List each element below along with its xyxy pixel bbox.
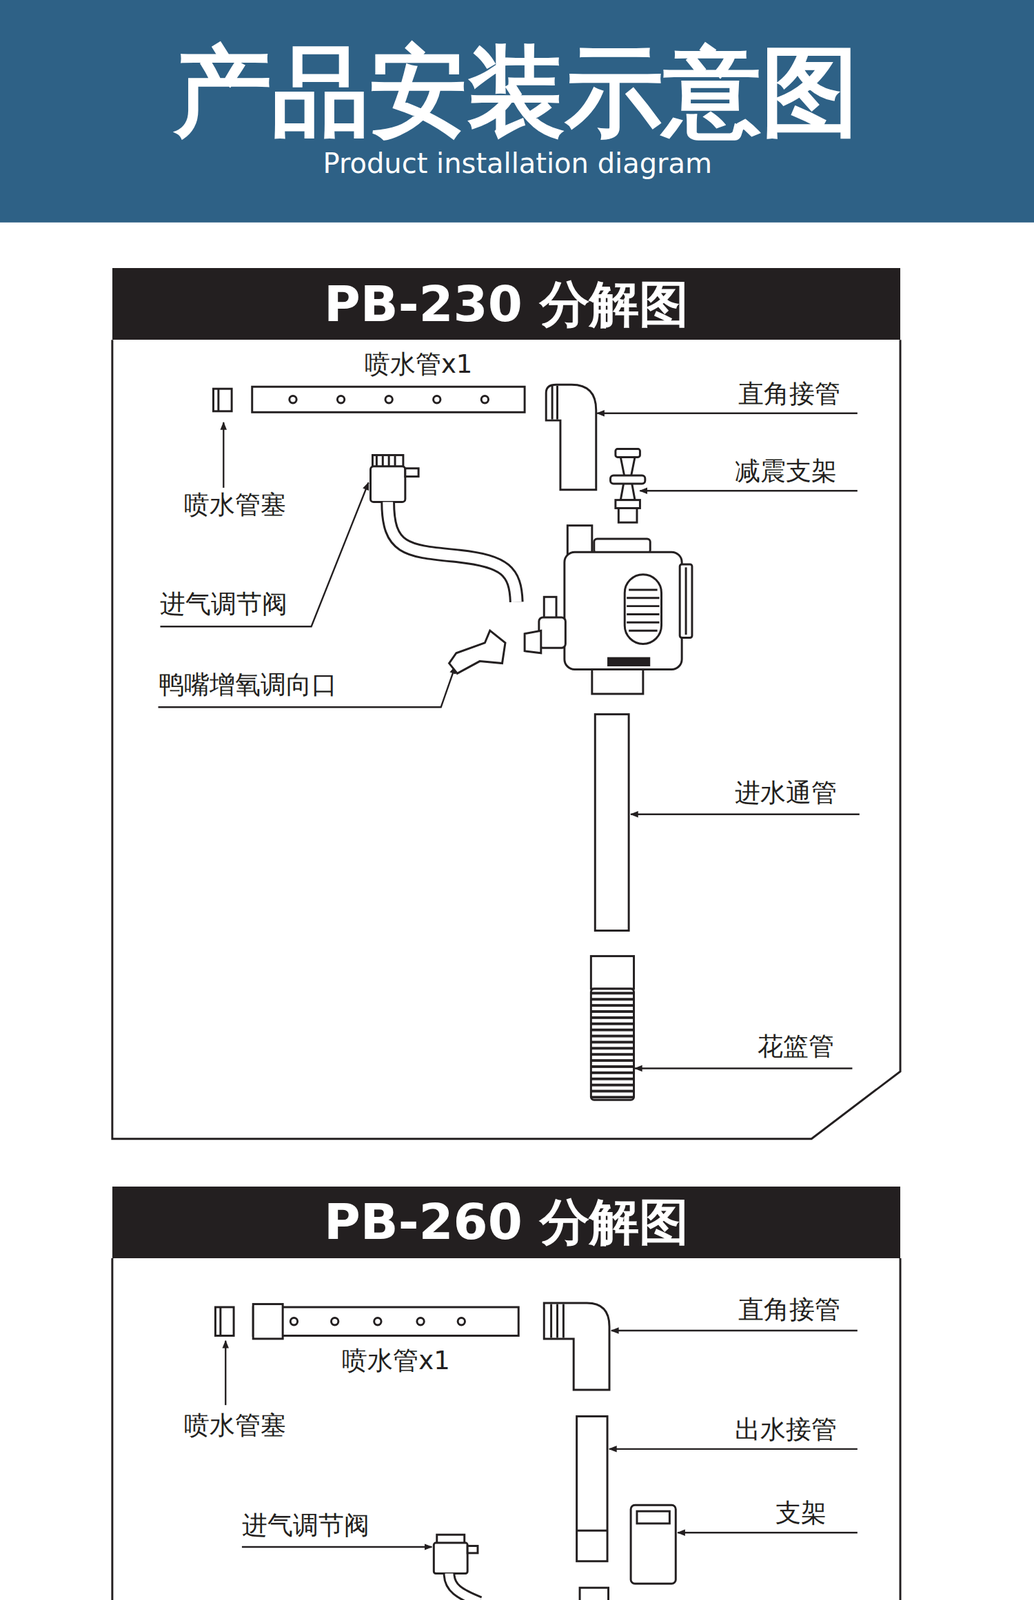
pb230-parts-shape: [592, 669, 644, 695]
part-name: 进气调节阀: [159, 588, 288, 620]
panel-outline-shape: [112, 1258, 901, 1600]
pb230-parts-shape: [590, 989, 634, 1101]
leader-lines-shape: [634, 1067, 853, 1070]
part-name: 出水接管: [734, 1414, 837, 1445]
leader-lines-shape: [611, 1330, 858, 1332]
pb260-parts-shape: [374, 1318, 382, 1326]
pb230-parts-shape: [626, 590, 660, 631]
part-name: 支架: [775, 1498, 827, 1529]
pb260-parts-shape: [449, 1573, 480, 1600]
pb260-parts-shape: [579, 1588, 608, 1600]
part-name: 喷水管x1: [364, 348, 473, 380]
pb260-parts-shape: [457, 1318, 465, 1326]
pb260-parts-shape: [449, 1573, 480, 1600]
pb230-parts-shape: [217, 388, 220, 412]
pb230-parts-shape: [615, 500, 641, 509]
subtitle: Product installation diagram: [322, 146, 713, 180]
pb230-parts-shape: [388, 502, 517, 603]
part-name: 进水通管: [734, 777, 837, 808]
pb230-parts-shape: [385, 396, 393, 404]
pb230-parts-shape: [433, 396, 441, 404]
pb260-parts-shape: [636, 1511, 670, 1525]
pb230-parts-shape: [370, 466, 406, 503]
pb260-parts-shape: [331, 1318, 339, 1326]
pb230-parts-shape: [213, 388, 232, 412]
panel-outline-shape: [112, 339, 901, 1140]
pb230-parts-shape: [556, 386, 559, 420]
pb230-parts-shape: [624, 574, 662, 645]
pb230-parts-shape: [337, 396, 344, 404]
pb260-parts-shape: [417, 1318, 424, 1326]
pb230-parts-shape: [618, 508, 637, 523]
pb230-parts-shape: [679, 564, 693, 639]
pb230-parts-shape: [615, 449, 641, 458]
pb230-parts-shape: [594, 714, 629, 932]
part-name: 喷水管x1: [341, 1346, 450, 1377]
leader-lines-shape: [609, 1448, 858, 1451]
section-heading-bar: PB-230 分解图: [112, 268, 901, 340]
leader-lines-shape: [241, 1546, 432, 1549]
pb230-parts-shape: [289, 396, 297, 404]
pb260-parts-shape: [252, 1307, 519, 1336]
pb260-parts-shape: [551, 1304, 564, 1339]
pb230-parts-shape: [376, 456, 395, 467]
pb230-parts-shape: [388, 502, 517, 603]
pb230-parts-shape: [590, 956, 634, 990]
pb230-parts-shape: [405, 468, 419, 478]
pb230-parts-shape: [524, 630, 542, 654]
pb260-parts-shape: [576, 1416, 608, 1562]
pb230-parts-shape: [545, 384, 597, 491]
pb260-parts-shape: [252, 1304, 283, 1340]
pb230-parts-shape: [543, 596, 557, 619]
section-heading-bar: PB-260 分解图: [112, 1187, 901, 1259]
leader-lines-shape: [677, 1532, 858, 1534]
part-name: 减震支架: [734, 456, 837, 487]
leader-lines-shape: [224, 1341, 227, 1406]
part-name: 花篮管: [757, 1031, 835, 1063]
part-name: 喷水管塞: [184, 490, 287, 521]
part-name: 直角接管: [738, 1295, 841, 1326]
pb230-parts-shape: [252, 386, 525, 413]
page-title: 产品安装示意图: [173, 40, 859, 144]
pb260-parts-shape: [543, 1303, 610, 1391]
pb260-parts-shape: [576, 1530, 608, 1533]
pb230-parts-shape: [594, 539, 651, 554]
pb230-parts-shape: [449, 630, 506, 674]
pb260-parts-shape: [215, 1307, 234, 1336]
leader-lines: [158, 413, 860, 1548]
pb260-parts-shape: [433, 1543, 468, 1574]
section-heading: PB-260 分解图: [323, 1195, 689, 1250]
header-band: [0, 0, 1034, 223]
leader-lines-shape: [639, 490, 857, 492]
pb260-parts-shape: [630, 1505, 676, 1585]
leader-lines-shape: [159, 482, 369, 627]
pb230-parts-shape: [481, 396, 489, 404]
part-name: 进气调节阀: [241, 1511, 370, 1542]
pb260-parts: [215, 1303, 676, 1600]
pb260-parts-shape: [467, 1546, 478, 1554]
part-name: 喷水管塞: [184, 1410, 287, 1441]
part-name: 直角接管: [738, 378, 841, 409]
panel-outline: [112, 339, 901, 1600]
pb230-parts-shape: [539, 617, 566, 648]
leader-lines-shape: [596, 412, 858, 415]
section-heading: PB-230 分解图: [323, 277, 689, 332]
pb230-parts-shape: [608, 658, 650, 666]
pb230-parts-shape: [685, 567, 688, 635]
pb260-parts-shape: [290, 1318, 298, 1326]
part-name: 鸭嘴增氧调向口: [158, 669, 338, 700]
pb230-parts-shape: [551, 386, 554, 420]
leader-lines-shape: [158, 666, 456, 708]
pb230-parts-shape: [610, 475, 645, 484]
pb230-parts-shape: [564, 552, 682, 670]
leader-lines-shape: [630, 814, 860, 816]
leader-lines-shape: [222, 422, 225, 489]
pb260-parts-shape: [219, 1307, 222, 1336]
